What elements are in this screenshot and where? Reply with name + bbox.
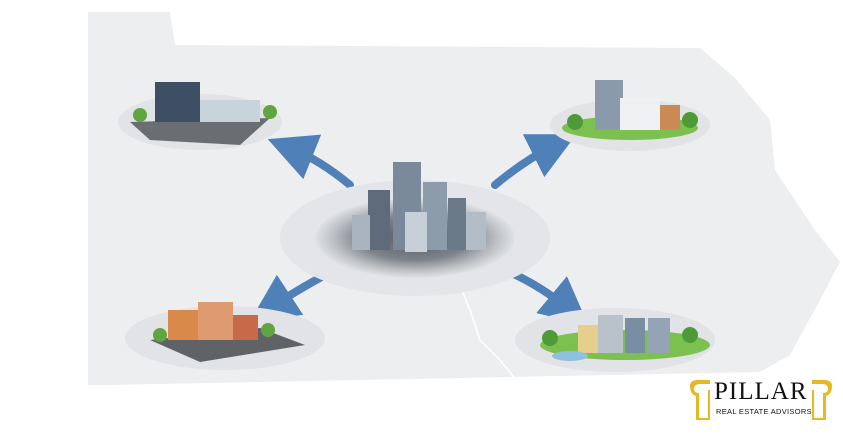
pillar-logo: PILLAR REAL ESTATE ADVISORS — [686, 378, 836, 422]
mixed-use-southeast — [515, 308, 715, 372]
residential-northeast — [550, 80, 710, 151]
river-line — [459, 284, 521, 386]
retail-southwest — [125, 302, 325, 370]
logo-subtitle: REAL ESTATE ADVISORS — [716, 407, 812, 416]
arrow-northeast — [491, 134, 577, 189]
pillar-column-icon — [690, 380, 832, 420]
arrow-northwest — [267, 134, 354, 189]
office-campus-northwest — [118, 82, 282, 150]
logo-title: PILLAR — [714, 378, 808, 405]
central-city-hub — [280, 162, 550, 296]
